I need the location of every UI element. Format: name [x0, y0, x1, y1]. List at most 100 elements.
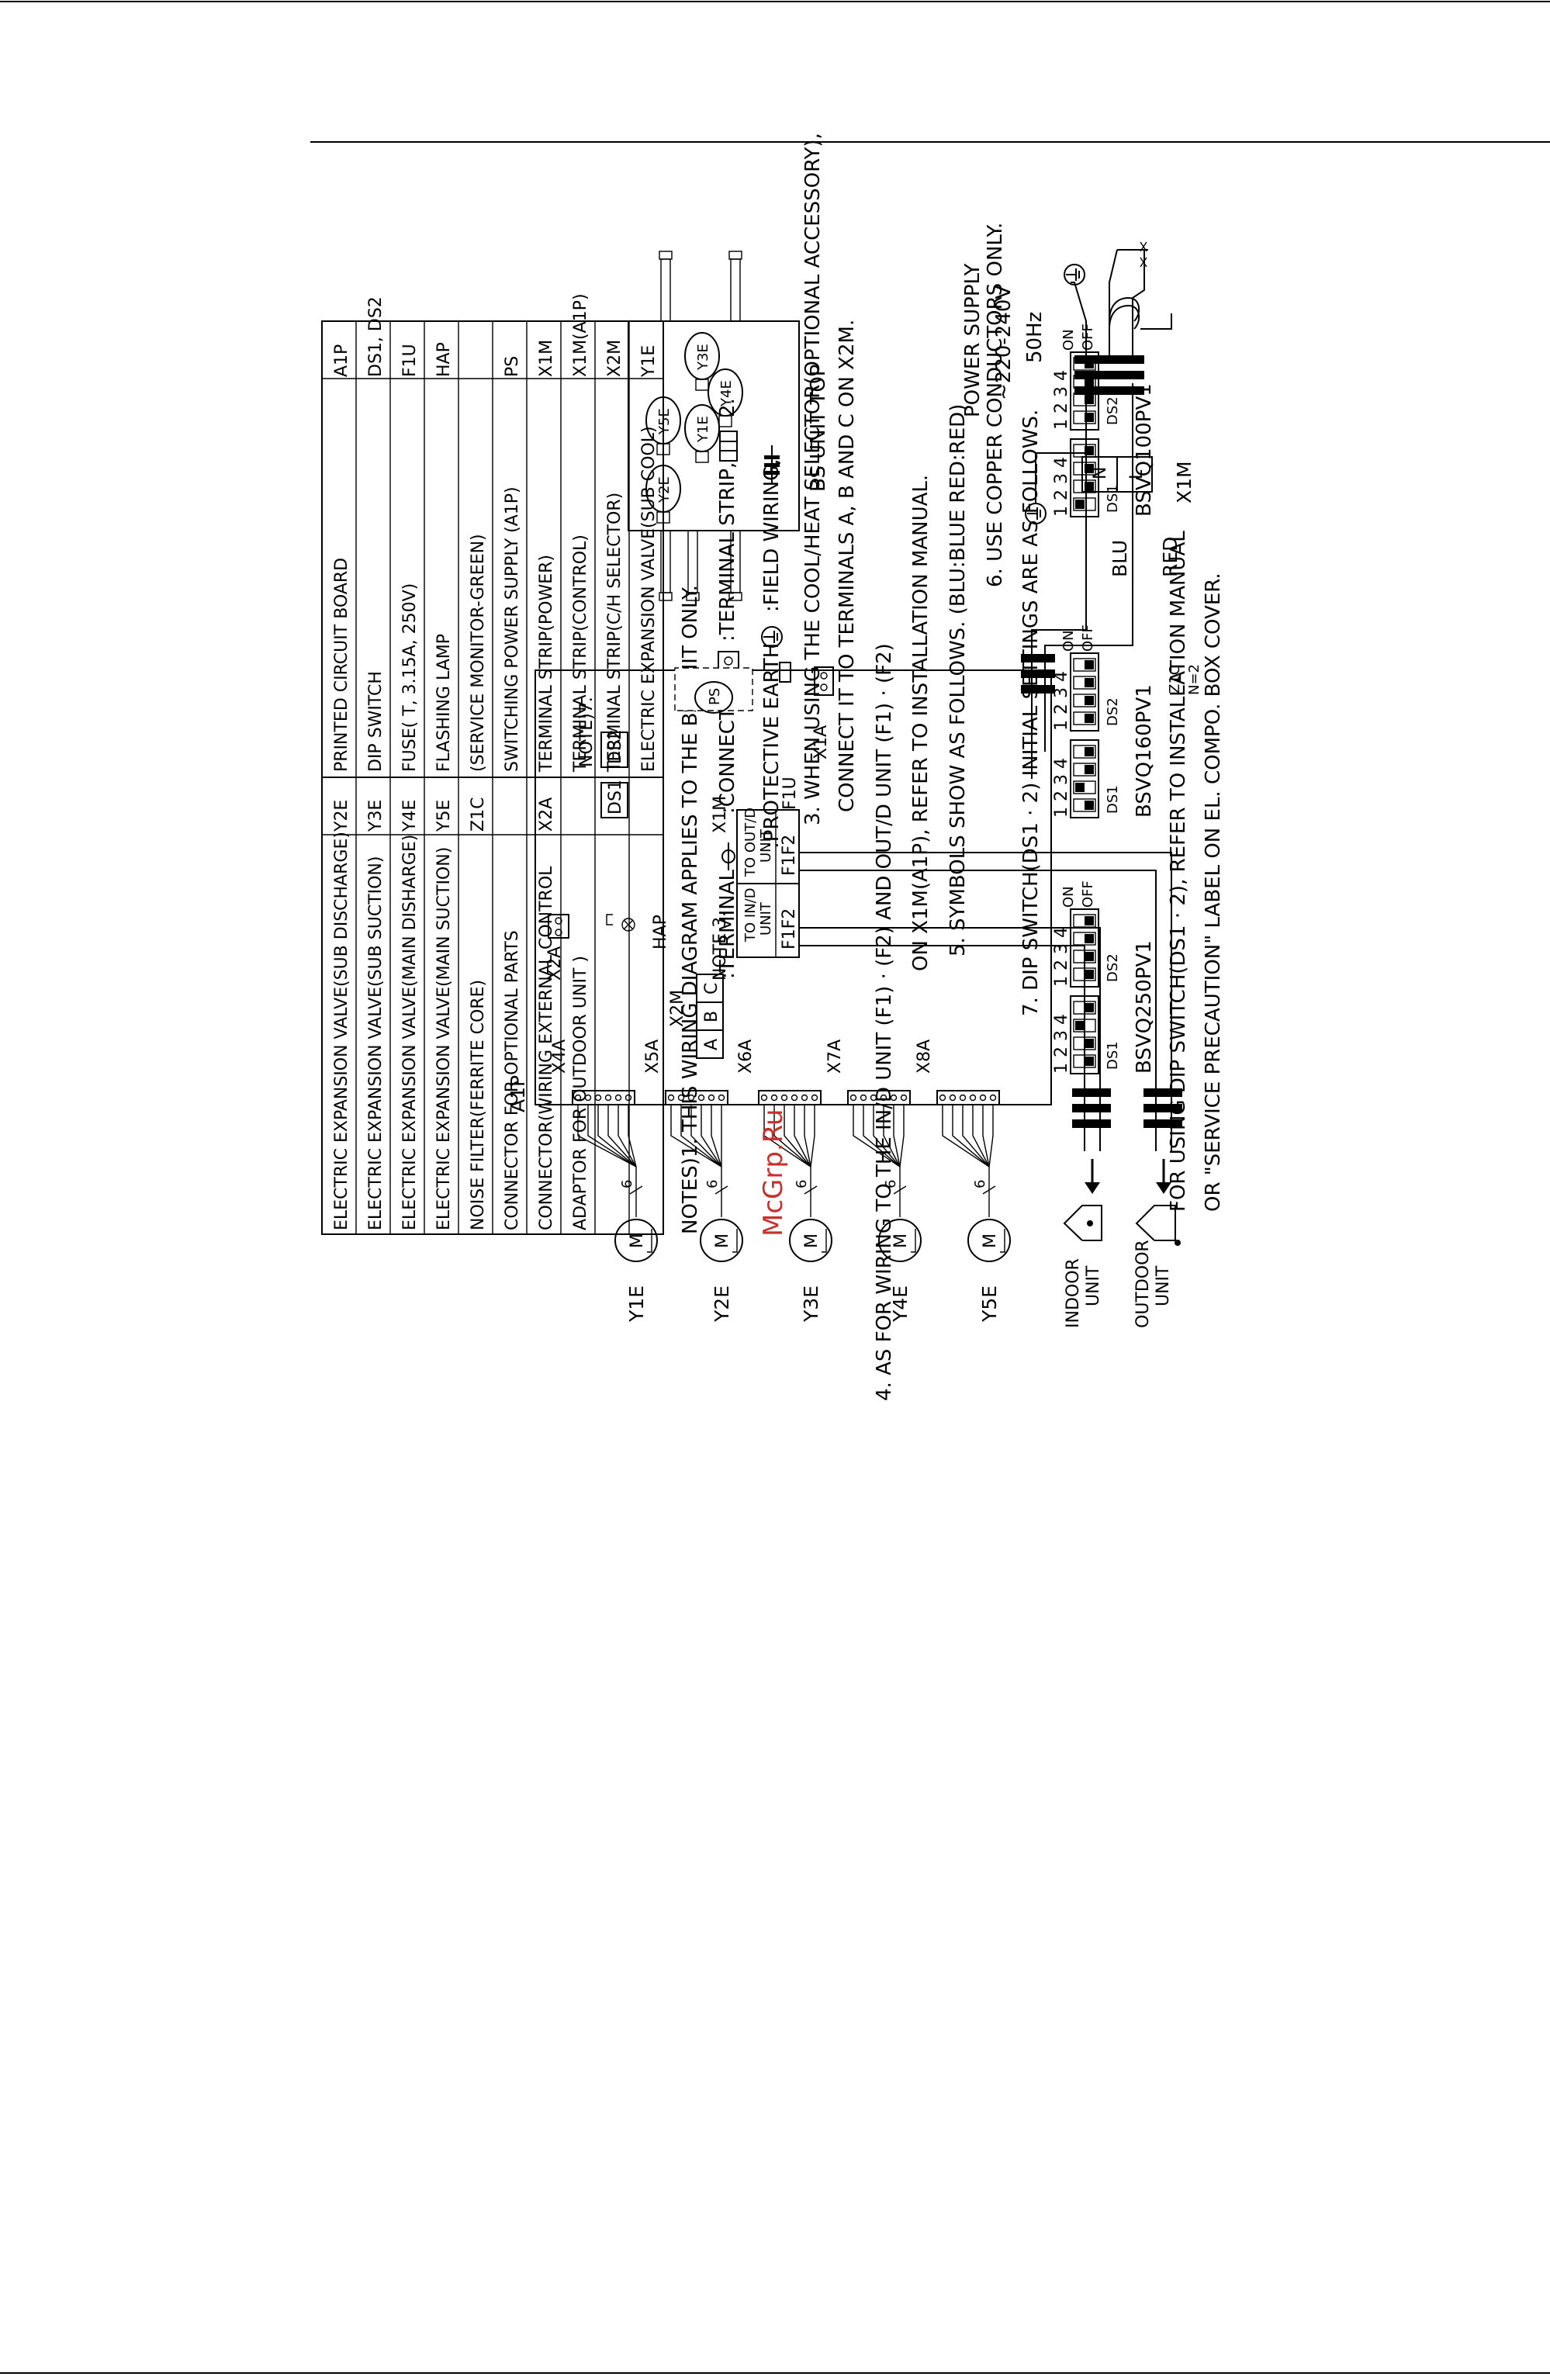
- x1m-l-label: L: [1127, 469, 1147, 479]
- svg-text:OFF: OFF: [1080, 624, 1096, 652]
- legend-description: PRINTED CIRCUIT BOARD: [332, 558, 351, 772]
- x2m-terminal-a: A: [702, 1039, 721, 1050]
- note-3a: 3. WHEN USING THE COOL/HEAT SELECTOR(OPT…: [801, 133, 825, 825]
- legend-description: ADAPTOR FOR OUTDOOR UNIT ): [571, 956, 590, 1230]
- legend-code: X2M: [605, 340, 624, 377]
- svg-text:ON: ON: [1060, 886, 1077, 908]
- legend-code: Y2E: [332, 800, 351, 832]
- connector-label: X6A: [736, 1040, 756, 1074]
- connector-label: X5A: [643, 1040, 663, 1074]
- svg-text:1 2 3 4: 1 2 3 4: [1052, 671, 1071, 731]
- svg-text:M: M: [628, 1233, 647, 1248]
- motor-label: Y3E: [800, 1285, 822, 1323]
- dip-model-label: BSVQ160PV1: [1133, 684, 1156, 818]
- legend-code: PS: [503, 356, 522, 377]
- legend-code: X1M: [537, 340, 556, 377]
- x2m-label: X2M: [668, 990, 687, 1027]
- indoor-unit-label-1: INDOOR: [1064, 1258, 1083, 1328]
- x2m-terminal-b: B: [702, 1011, 721, 1022]
- dip-model-label: BSVQ250PV1: [1133, 940, 1156, 1074]
- earth-icon-supply: [1064, 264, 1085, 285]
- valve-y2e: Y2E: [645, 465, 681, 524]
- watermark: McGrp.Ru: [758, 1109, 789, 1237]
- legend-description: SWITCHING POWER SUPPLY (A1P): [503, 486, 522, 772]
- legend-description: ELECTRIC EXPANSION VALVE(SUB COOL): [639, 426, 659, 772]
- svg-text:Y5E: Y5E: [656, 408, 673, 435]
- svg-text:6: 6: [619, 1180, 635, 1188]
- x2m-terminal-c: C: [702, 983, 721, 995]
- note-2-terminal: :TERMINAL: [716, 870, 739, 979]
- svg-text:6: 6: [972, 1180, 988, 1188]
- legend-code: Z1C: [469, 797, 488, 832]
- svg-text:DS2: DS2: [1105, 697, 1121, 726]
- legend-description: ELECTRIC EXPANSION VALVE(SUB SUCTION): [366, 856, 386, 1230]
- svg-text:Y4E: Y4E: [718, 380, 735, 407]
- note-5: 5. SYMBOLS SHOW AS FOLLOWS. (BLU:BLUE RE…: [946, 404, 970, 956]
- red-label: RED: [1159, 537, 1182, 577]
- legend-description: CONNECTOR(WIRING EXTERNAL CONTROL: [537, 866, 556, 1230]
- legend-description: ELECTRIC EXPANSION VALVE(SUB DISCHARGE): [332, 832, 351, 1230]
- legend-code: F1U: [400, 344, 420, 377]
- svg-text:6: 6: [883, 1180, 899, 1188]
- legend-description: TERMINAL STRIP(C/H SELECTOR): [605, 493, 624, 773]
- pcb-label: A1P: [507, 1075, 529, 1112]
- note-2-field-wiring: :FIELD WIRING,: [760, 458, 784, 612]
- ds2-label: DS2: [606, 729, 625, 764]
- power-supply-frequency: 50Hz: [1023, 312, 1047, 363]
- hap-label: HAP: [651, 915, 670, 950]
- legend-description: ELECTRIC EXPANSION VALVE(MAIN SUCTION): [434, 847, 454, 1230]
- ds1-label: DS1: [606, 780, 625, 815]
- legend-description: ELECTRIC EXPANSION VALVE(MAIN DISHARGE): [400, 835, 420, 1230]
- legend-code: Y1E: [639, 345, 659, 378]
- note-2-terminal-strip: :TERMINAL STRIP,: [716, 462, 739, 642]
- connector-label: X7A: [825, 1040, 845, 1074]
- svg-text:1 2 3 4: 1 2 3 4: [1052, 927, 1071, 987]
- x1m-n-label: N: [1091, 467, 1110, 479]
- svg-text:M: M: [981, 1233, 1000, 1248]
- connector-label: X4A: [550, 1040, 569, 1074]
- svg-text:1 2 3 4: 1 2 3 4: [1052, 1014, 1071, 1074]
- svg-text:DS1: DS1: [1105, 785, 1121, 814]
- motor-label: Y5E: [978, 1285, 1001, 1323]
- svg-text:Y1E: Y1E: [695, 416, 711, 443]
- note-6: 6. USE COPPER CONDUCTORS ONLY.: [984, 223, 1007, 587]
- ps-label: PS: [707, 688, 723, 705]
- svg-text:OFF: OFF: [1080, 880, 1096, 908]
- svg-text:M: M: [891, 1233, 911, 1248]
- bs-unit-title: BS UNIT TOP: [807, 365, 830, 492]
- valve-y1e: Y1E: [684, 404, 720, 463]
- svg-text:Y2E: Y2E: [656, 476, 673, 503]
- svg-text:1 2 3 4: 1 2 3 4: [1052, 758, 1071, 818]
- note3-label: NOTE 3.: [711, 912, 730, 981]
- x2a-label: X2A: [545, 946, 565, 981]
- legend-code: X1M(A1P): [571, 293, 590, 377]
- legend-code: HAP: [434, 342, 454, 377]
- note7-label: NOTE)7.: [577, 697, 597, 767]
- communication-wiring: [799, 852, 1182, 1194]
- f1u-label: F1U: [780, 777, 800, 810]
- legend-description: TERMINAL STRIP(POWER): [537, 555, 556, 773]
- motor-y5e: 6M Y5E: [942, 1105, 1011, 1323]
- note-4a: 4. AS FOR WIRING TO THE IN/D UNIT (F1) ·…: [873, 643, 896, 1401]
- blu-label: BLU: [1109, 540, 1131, 577]
- indoor-unit-label-2: UNIT: [1084, 1265, 1103, 1306]
- legend-code: A1P: [332, 344, 351, 377]
- power-supply-title: POWER SUPPLY: [961, 263, 984, 417]
- legend-description: TERMINAL STRIP(CONTROL): [571, 534, 590, 773]
- valve-y3e: Y3E: [684, 332, 720, 391]
- svg-text:6: 6: [704, 1180, 721, 1188]
- svg-text:1 2 3 4: 1 2 3 4: [1052, 370, 1071, 430]
- terminal-symbol: [721, 842, 735, 870]
- field-wiring-symbol: [764, 445, 780, 484]
- legend-code: X2A: [537, 797, 556, 832]
- valve-y4e: Y4E: [708, 368, 743, 427]
